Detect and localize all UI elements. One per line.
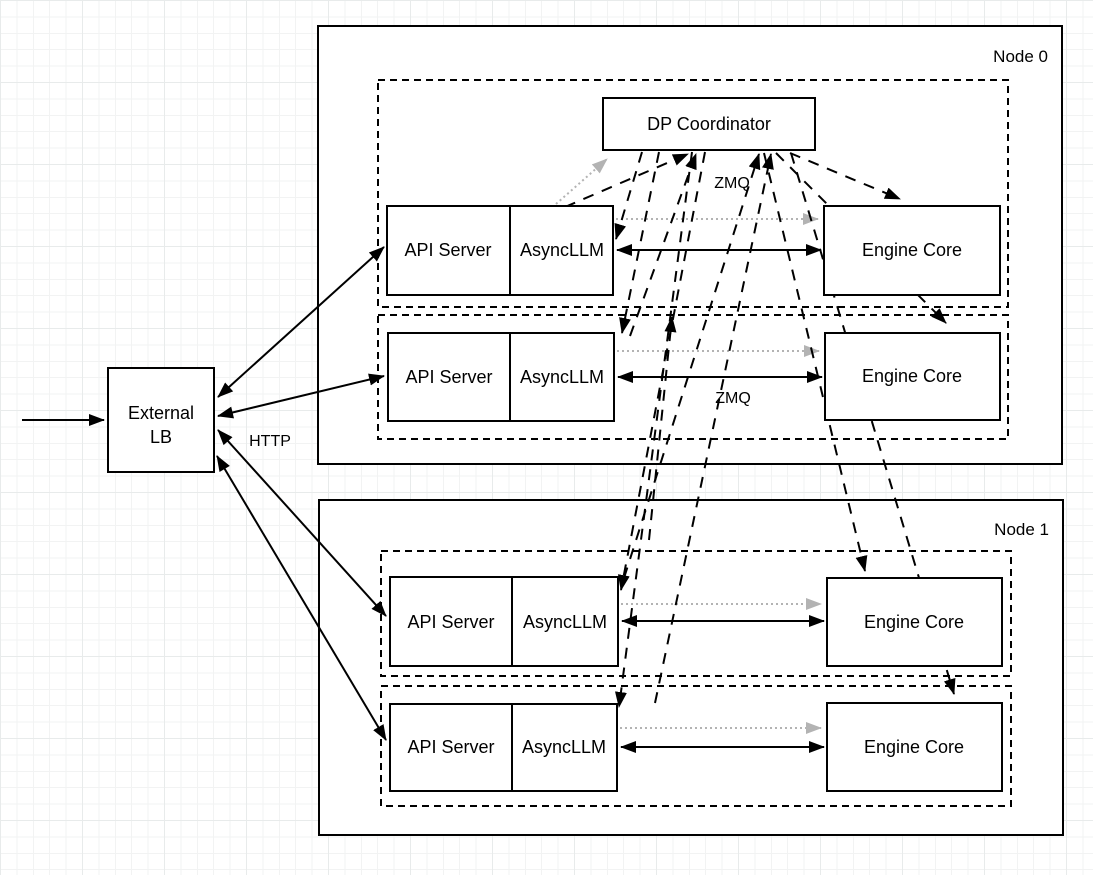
engine-core-box	[826, 577, 1003, 667]
dashed-arrow-dp-to-async-node0-rank0	[614, 151, 643, 240]
dashed-arrow-async-to-dp-node1-rank0	[623, 153, 761, 579]
external-lb-label-line1: External	[128, 403, 194, 423]
async-llm-label: AsyncLLM	[520, 240, 604, 260]
dotted-arrow-async-dp-node0-rank0	[555, 158, 608, 205]
engine-core-label: Engine Core	[862, 366, 962, 386]
dashed-arrow-dp-to-async-node0-rank1	[619, 151, 660, 334]
api-async-box	[389, 576, 619, 667]
api-async-box	[389, 703, 618, 792]
zmq-label-mid: ZMQ	[715, 390, 751, 407]
api-server-label: API Server	[407, 737, 494, 757]
engine-core-box	[824, 332, 1001, 421]
dp-coordinator-label: DP Coordinator	[647, 114, 771, 134]
api-async-box	[387, 332, 615, 422]
dashed-arrow-dp-to-async-node1-rank1	[615, 151, 693, 708]
node0-rank1: API Server AsyncLLM Engine Core	[387, 332, 1001, 422]
dashed-arrow-async-to-dp-node0-rank1	[629, 153, 697, 337]
node1-rank1-group	[380, 685, 1012, 807]
dashed-arrow-async-to-dp-node0-rank0	[564, 153, 689, 208]
node1-rank0-group	[380, 550, 1012, 677]
api-server-label: API Server	[407, 612, 494, 632]
node0-label: Node 0	[993, 47, 1048, 66]
node1-rank0: API Server AsyncLLM Engine Core	[389, 576, 1003, 667]
api-server-label: API Server	[405, 367, 492, 387]
node0-rank0-group	[377, 79, 1009, 308]
arrow-lb-api-node1-rank1	[216, 455, 387, 741]
arrow-lb-api-node0-rank1	[217, 373, 385, 419]
async-llm-label: AsyncLLM	[520, 367, 604, 387]
external-lb-label-line2: LB	[150, 427, 172, 447]
engine-core-label: Engine Core	[862, 240, 962, 260]
api-async-box	[386, 205, 614, 296]
engine-core-label: Engine Core	[864, 612, 964, 632]
async-llm-label: AsyncLLM	[522, 737, 606, 757]
arrow-lb-api-node0-rank0	[217, 246, 385, 398]
api-server-label: API Server	[404, 240, 491, 260]
node0-rank0: API Server AsyncLLM Engine Core	[386, 205, 1001, 296]
engine-core-label: Engine Core	[864, 737, 964, 757]
dp-coordinator-box	[602, 97, 816, 151]
http-label: HTTP	[249, 433, 291, 450]
node1-label: Node 1	[994, 520, 1049, 539]
async-llm-label: AsyncLLM	[523, 612, 607, 632]
node1-rank1: API Server AsyncLLM Engine Core	[389, 702, 1003, 792]
engine-core-box	[823, 205, 1001, 296]
engine-core-box	[826, 702, 1003, 792]
dashed-arrow-up-border	[648, 316, 677, 541]
external-lb-box	[107, 367, 215, 473]
dashed-arrow-async-to-dp-node1-rank1	[654, 153, 774, 704]
zmq-label-top: ZMQ	[714, 175, 750, 192]
